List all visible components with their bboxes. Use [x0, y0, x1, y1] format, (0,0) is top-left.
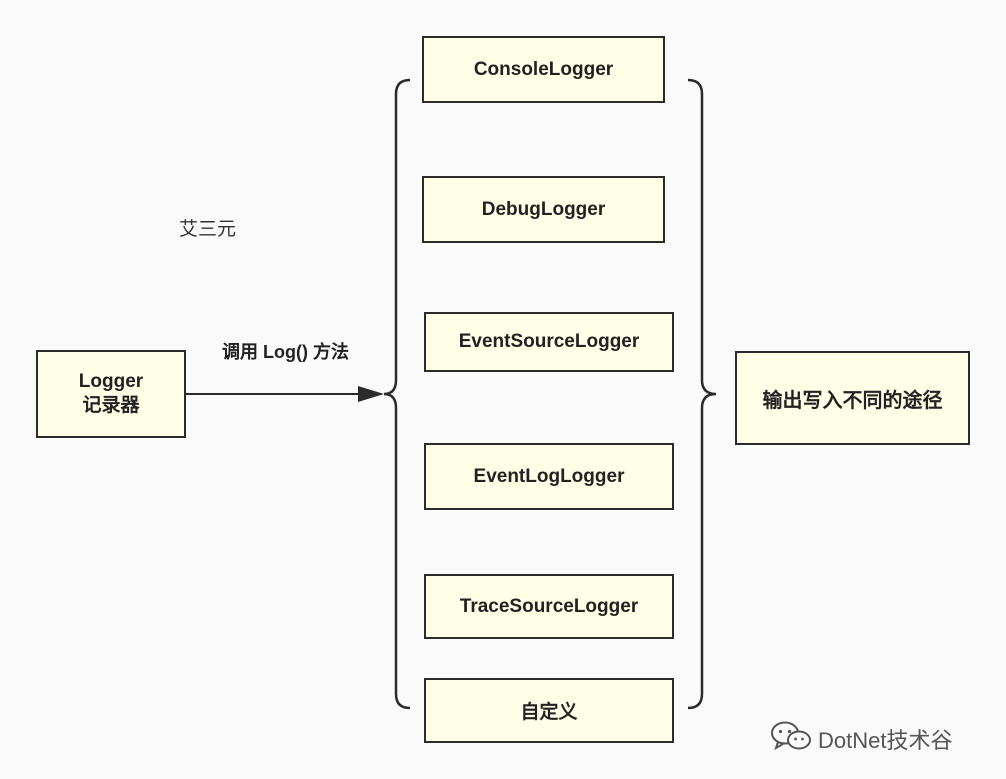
output-box: 输出写入不同的途径: [735, 351, 970, 445]
provider-custom: 自定义: [424, 678, 674, 743]
author-note: 艾三元: [179, 219, 237, 240]
provider-eventsource-logger: EventSourceLogger: [424, 312, 674, 372]
edge-label: 调用 Log() 方法: [222, 342, 349, 362]
watermark-text: DotNet技术谷: [818, 728, 953, 753]
wechat-icon: [770, 720, 812, 758]
provider-debug-logger: DebugLogger: [422, 176, 665, 243]
provider-eventlog-logger: EventLogLogger: [424, 443, 674, 510]
provider-console-logger: ConsoleLogger: [422, 36, 665, 103]
provider-tracesource-logger: TraceSourceLogger: [424, 574, 674, 639]
logger-box: Logger 记录器: [36, 350, 186, 438]
left-brace: [383, 78, 411, 710]
logger-label-line1: Logger: [78, 371, 144, 392]
call-arrow-head: [358, 386, 384, 402]
watermark: DotNet技术谷: [770, 720, 952, 758]
logger-label-line2: 记录器: [82, 395, 140, 416]
right-brace: [687, 78, 717, 710]
